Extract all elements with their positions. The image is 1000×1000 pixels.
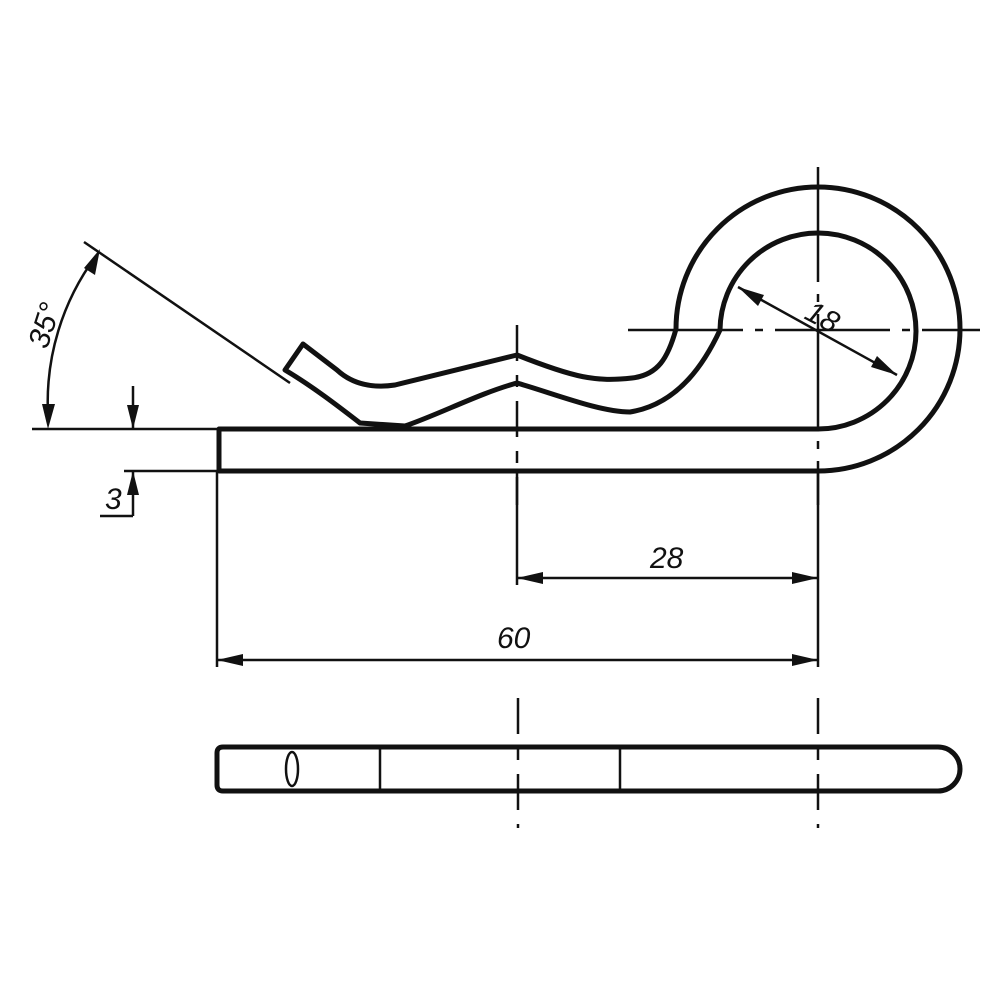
side-view-outline: [214, 744, 963, 794]
offset-dimension: 28: [515, 471, 820, 667]
angle-arrow-top: [84, 249, 100, 275]
straight-leg-outline: [216, 426, 821, 474]
offset-arrow-right: [792, 572, 818, 584]
offset-label: 28: [649, 542, 684, 575]
thickness-arrow-bottom: [127, 471, 139, 495]
loop-diameter-arrow-end: [871, 356, 897, 375]
overall-arrow-right: [792, 654, 818, 666]
pin-front-view: [216, 184, 963, 474]
offset-arrow-left: [517, 572, 543, 584]
loop-outer-contour: [282, 184, 963, 474]
loop-diameter-line: [737, 285, 898, 377]
pin-side-view: [214, 744, 963, 794]
thickness-label: 3: [105, 483, 122, 516]
loop-diameter-label: 18: [800, 295, 845, 340]
angle-arrow-bottom: [42, 404, 55, 429]
center-lines: [515, 167, 980, 828]
thickness-arrow-top: [127, 405, 139, 429]
overall-length-dimension: 60: [215, 471, 818, 667]
overall-length-label: 60: [497, 622, 531, 655]
angle-label: 35°: [22, 299, 67, 352]
overall-arrow-left: [217, 654, 243, 666]
angle-arc: [46, 255, 98, 415]
angle-leg-extension-line: [83, 240, 291, 385]
side-view-end-ellipse: [284, 750, 300, 788]
angle-dimension: 35°: [22, 240, 291, 431]
loop-diameter-arrow-start: [738, 287, 764, 306]
thickness-dimension: 3: [100, 386, 219, 518]
